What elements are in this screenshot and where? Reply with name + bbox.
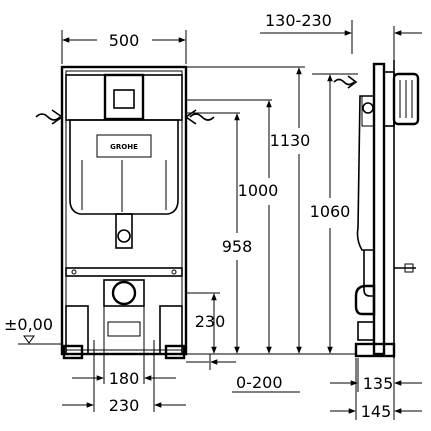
- floor-level-label: ±0,00: [4, 315, 53, 334]
- front-dimensions: 500 958 1000 1130 230 ±0,00 180: [4, 30, 310, 415]
- leg-right: [159, 305, 183, 355]
- dim-width-180: 180: [109, 369, 140, 388]
- crossbar: [65, 267, 183, 277]
- dim-height-958: 958: [222, 237, 253, 256]
- dim-height-1000: 1000: [238, 181, 279, 200]
- supply-left: [35, 113, 61, 121]
- dim-width-230: 230: [109, 396, 140, 415]
- dim-height-1060: 1060: [310, 202, 351, 221]
- front-view: GROHE: [35, 65, 215, 360]
- frame-outline: [60, 65, 188, 356]
- side-flush-plate: [392, 72, 420, 126]
- dim-width-500: 500: [109, 31, 140, 50]
- cistern-top: [65, 74, 183, 121]
- supply-right: [189, 113, 215, 121]
- leg-left: [65, 305, 89, 355]
- svg-text:GROHE: GROHE: [110, 143, 138, 151]
- side-dimensions: 130-230 1060 0-200 135 145: [186, 11, 422, 421]
- flush-plate: [103, 73, 145, 121]
- foot-right: [164, 344, 186, 360]
- dim-height-1130: 1130: [270, 131, 311, 150]
- flush-pipe: [115, 213, 133, 249]
- dim-height-230: 230: [195, 312, 226, 331]
- side-outlet: [354, 284, 376, 316]
- level-symbol: [23, 335, 35, 344]
- flush-button: [113, 89, 135, 109]
- frame-inner: [65, 70, 183, 351]
- dim-range-0-200: 0-200: [236, 373, 283, 392]
- foot-left: [62, 344, 84, 360]
- side-frame: [372, 62, 386, 356]
- side-cistern: [356, 95, 375, 251]
- dim-depth-145: 145: [361, 402, 392, 421]
- cistern-body: [69, 119, 179, 215]
- dim-offset-130-230: 130-230: [265, 11, 332, 30]
- side-foot: [354, 342, 396, 358]
- dim-depth-135: 135: [363, 374, 394, 393]
- side-view: [333, 60, 420, 358]
- drain-outlet: [103, 279, 145, 307]
- grohe-logo: GROHE: [96, 134, 152, 158]
